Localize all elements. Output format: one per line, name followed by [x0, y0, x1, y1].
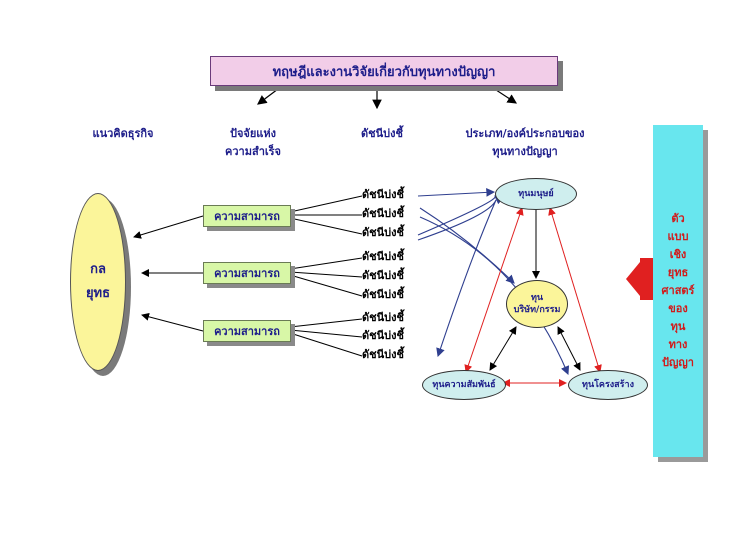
header-success-factor-line2: ความสำเร็จ — [225, 145, 281, 158]
culture-to-relationship — [489, 326, 517, 371]
culture-capital-line2: บริษัท/กรรม — [513, 305, 561, 315]
strategy-ellipse: กล ยุทธ — [70, 193, 126, 371]
model-line-4: ยุทธ — [667, 266, 689, 279]
title-arrow-left — [257, 85, 283, 105]
header-indicators-text: ดัชนีบ่งชี้ — [361, 127, 403, 140]
capability-box-2: ความสามารถ — [203, 262, 291, 284]
indicator-5: ดัชนีบ่งชี้ — [362, 269, 404, 282]
capability-box-1: ความสามารถ — [203, 205, 291, 227]
model-line-1: ตัว — [671, 212, 685, 225]
strategy-line2: ยุทธ — [85, 286, 111, 301]
structure-capital-node: ทุนโครงสร้าง — [568, 370, 648, 400]
culture-capital-line1: ทุน — [530, 293, 544, 303]
model-line-6: ของ — [668, 302, 688, 315]
header-business-approach-text: แนวคิดธุรกิจ — [92, 127, 154, 140]
indicator-6: ดัชนีบ่งชี้ — [362, 288, 404, 301]
title-arrow-right — [489, 85, 518, 104]
culture-to-structure — [557, 326, 581, 371]
indicator-1: ดัชนีบ่งชี้ — [362, 188, 404, 201]
model-line-2: แบบ — [667, 230, 689, 243]
model-line-9: ปัญญา — [662, 356, 694, 369]
header-business-approach: แนวคิดธุรกิจ — [78, 125, 168, 143]
relationship-capital-node: ทุนความสัมพันธ์ — [422, 370, 506, 400]
cap3-to-strategy — [141, 312, 204, 332]
header-capital-types-line2: ทุนทางปัญญา — [492, 145, 558, 158]
cap1-to-strategy — [133, 215, 204, 239]
model-line-3: เชิง — [669, 248, 687, 261]
header-capital-types-line1: ประเภท/องค์ประกอบของ — [465, 127, 585, 140]
diagram-title: ทฤษฎีและงานวิจัยเกี่ยวกับทุนทางปัญญา — [210, 56, 558, 86]
header-success-factor-line1: ปัจจัยแห่ง — [229, 127, 277, 140]
model-line-5: ศาสตร์ — [661, 284, 695, 297]
indicator-9: ดัชนีบ่งชี้ — [362, 348, 404, 361]
strategic-model-box: ตัว แบบ เชิง ยุทธ ศาสตร์ ของ ทุน ทาง ปัญ… — [653, 125, 703, 457]
indicator-4: ดัชนีบ่งชี้ — [362, 250, 404, 263]
culture-capital-node: ทุน บริษัท/กรรม — [506, 280, 568, 328]
header-indicators: ดัชนีบ่งชี้ — [340, 125, 424, 143]
model-line-7: ทุน — [670, 320, 686, 333]
indicator-links — [289, 195, 363, 357]
header-capital-types: ประเภท/องค์ประกอบของ ทุนทางปัญญา — [450, 125, 600, 161]
indicator-8: ดัชนีบ่งชี้ — [362, 329, 404, 342]
strategy-line1: กล — [90, 262, 106, 277]
header-success-factor: ปัจจัยแห่ง ความสำเร็จ — [208, 125, 298, 161]
capability-box-3: ความสามารถ — [203, 320, 291, 342]
indicator-7: ดัชนีบ่งชี้ — [362, 311, 404, 324]
relationship-to-human — [464, 207, 524, 373]
indicator-2: ดัชนีบ่งชี้ — [362, 207, 404, 220]
indicator-3: ดัชนีบ่งชี้ — [362, 226, 404, 239]
model-line-8: ทาง — [668, 338, 688, 351]
human-to-structure — [548, 207, 602, 373]
model-pointer — [640, 258, 653, 300]
human-capital-node: ทุนมนุษย์ — [495, 178, 577, 210]
